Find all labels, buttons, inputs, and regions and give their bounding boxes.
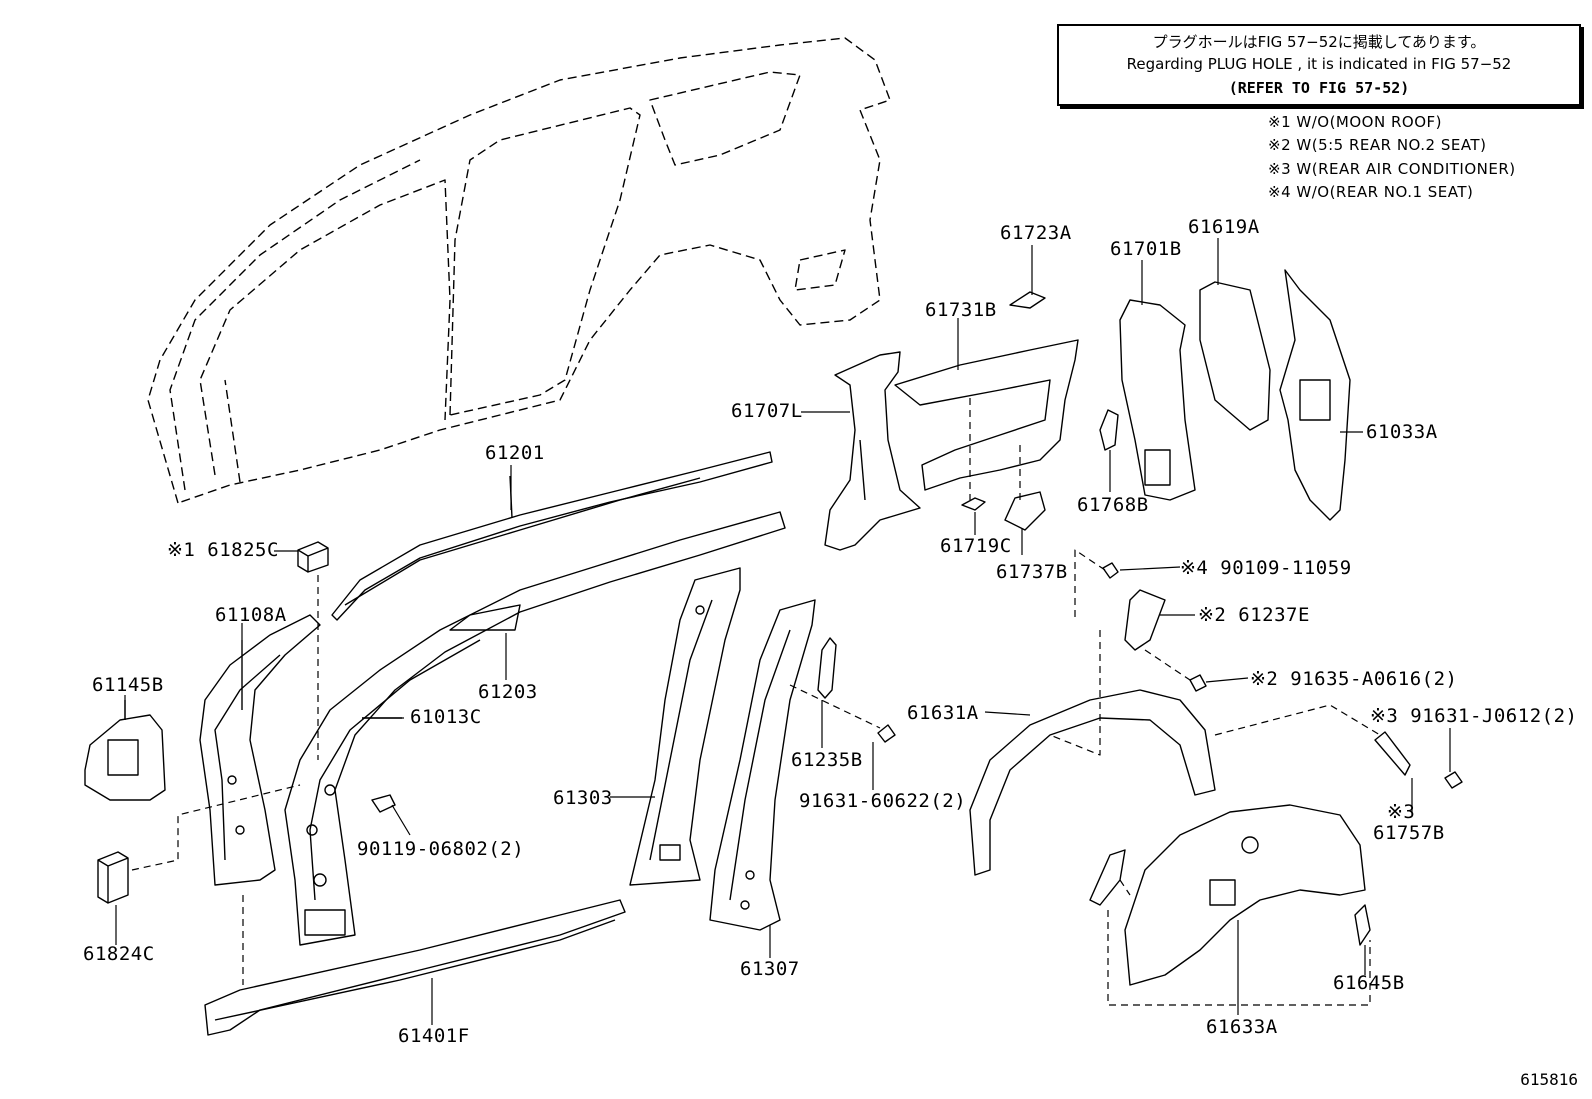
rocker-panel-61401F: [204, 899, 626, 1036]
bracket-61719C: [961, 497, 986, 511]
front-pillar-61108A: [199, 614, 321, 886]
part-label-90119-06802[interactable]: 90119-06802(2): [357, 838, 525, 860]
bracket-61768B: [1099, 409, 1119, 451]
panel-61619A: [1199, 281, 1271, 431]
legend-item-1: ※1 W/O(MOON ROOF): [1268, 113, 1442, 131]
part-label-91635-A0616[interactable]: ※2 91635-A0616(2): [1250, 668, 1458, 690]
note-line-english: Regarding PLUG HOLE , it is indicated in…: [1126, 55, 1512, 73]
part-label-61825C[interactable]: ※1 61825C: [167, 539, 279, 561]
legend-item-3: ※3 W(REAR AIR CONDITIONER): [1268, 160, 1516, 178]
wheelhouse-outer-61631A: [969, 689, 1216, 876]
part-label-91631-J0612[interactable]: ※3 91631-J0612(2): [1370, 705, 1578, 727]
part-label-61731B[interactable]: 61731B: [925, 299, 997, 321]
part-label-61633A[interactable]: 61633A: [1206, 1016, 1278, 1038]
wheelhouse-inner-61633A: [1124, 804, 1366, 986]
part-label-61203[interactable]: 61203: [478, 681, 538, 703]
center-pillar-61303: [629, 567, 741, 886]
legend-item-4: ※4 W/O(REAR NO.1 SEAT): [1268, 183, 1474, 201]
part-label-91631-60622[interactable]: 91631-60622(2): [799, 790, 967, 812]
part-label-61719C[interactable]: 61719C: [940, 535, 1012, 557]
roof-rail-61201: [331, 451, 773, 621]
part-label-61303[interactable]: 61303: [553, 787, 613, 809]
part-label-61757B-note: ※3: [1387, 801, 1416, 823]
note-line-japanese: プラグホールはFIG 57−52に掲載してあります。: [1152, 33, 1486, 51]
part-label-61645B[interactable]: 61645B: [1333, 972, 1405, 994]
part-label-90109-11059[interactable]: ※4 90109-11059: [1180, 557, 1352, 579]
bracket-61235B: [817, 637, 837, 699]
bracket-61757B: [1374, 731, 1411, 776]
roof-side-inner-61013C: [284, 511, 786, 946]
panel-61701B: [1119, 299, 1196, 501]
bracket-61237E: [1124, 589, 1166, 651]
part-label-61033A[interactable]: 61033A: [1366, 421, 1438, 443]
part-label-61201[interactable]: 61201: [485, 442, 545, 464]
part-label-61768B[interactable]: 61768B: [1077, 494, 1149, 516]
part-label-61619A[interactable]: 61619A: [1188, 216, 1260, 238]
legend-item-2: ※2 W(5:5 REAR NO.2 SEAT): [1268, 136, 1487, 154]
part-label-61737B[interactable]: 61737B: [996, 561, 1068, 583]
plug-hole-note: プラグホールはFIG 57−52に掲載してあります。 Regarding PLU…: [1057, 24, 1581, 106]
part-label-61235B[interactable]: 61235B: [791, 749, 863, 771]
block-61824C: [97, 851, 129, 904]
small-bracket-near-61633A: [1089, 849, 1126, 906]
guide-dashes: [131, 398, 1381, 1006]
roof-side-inner-61731B: [894, 339, 1079, 491]
figure-id: 615816: [1520, 1070, 1578, 1089]
center-pillar-61307: [709, 599, 816, 931]
part-label-61108A[interactable]: 61108A: [215, 604, 287, 626]
gusset-61723A: [1009, 291, 1046, 309]
bolts: [371, 562, 1463, 813]
part-label-61307[interactable]: 61307: [740, 958, 800, 980]
quarter-pillar-61707L: [824, 351, 921, 551]
part-label-61757B[interactable]: 61757B: [1373, 822, 1445, 844]
part-label-61701B[interactable]: 61701B: [1110, 238, 1182, 260]
block-61825C: [297, 541, 329, 573]
part-label-61145B[interactable]: 61145B: [92, 674, 164, 696]
bracket-61645B: [1354, 904, 1371, 946]
part-label-61824C[interactable]: 61824C: [83, 943, 155, 965]
part-label-61401F[interactable]: 61401F: [398, 1025, 470, 1047]
part-label-61237E[interactable]: ※2 61237E: [1198, 604, 1310, 626]
note-line-refer: (REFER TO FIG 57-52): [1228, 79, 1410, 97]
leader-lines: [115, 238, 1451, 1025]
part-label-61723A[interactable]: 61723A: [1000, 222, 1072, 244]
part-label-61707L[interactable]: 61707L: [731, 400, 803, 422]
body-side-outer-outline: [147, 37, 891, 504]
bracket-61737B: [1004, 491, 1046, 531]
part-label-61631A[interactable]: 61631A: [907, 702, 979, 724]
quarter-inner-61033A: [1279, 269, 1351, 521]
part-label-61013C[interactable]: 61013C: [410, 706, 482, 728]
